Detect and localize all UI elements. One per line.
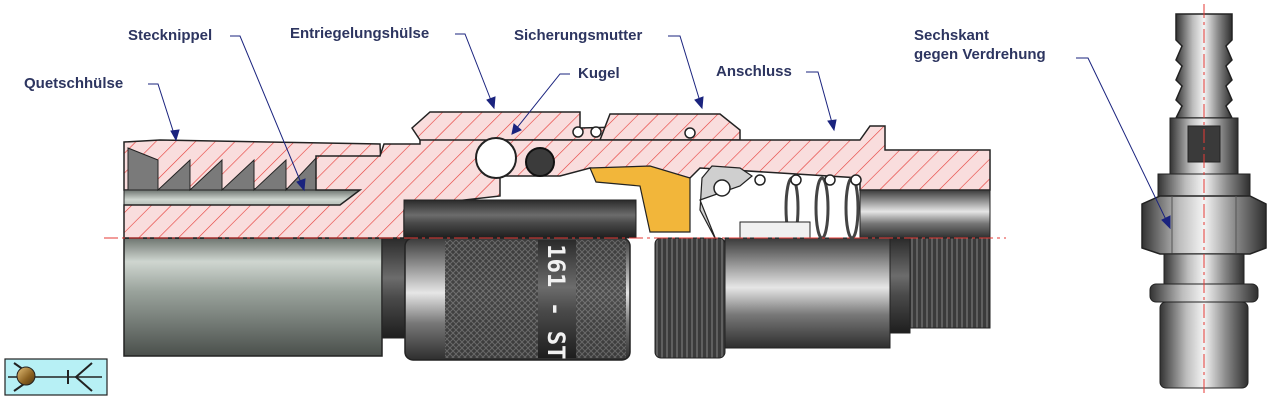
engraving-band — [538, 240, 576, 358]
arrow-entriegelungshuelse — [486, 96, 496, 110]
knurled-grip-left — [445, 240, 540, 358]
leader-sechskant — [1076, 57, 1171, 229]
label-entriegelungshuelse: Entriegelungshülse — [290, 25, 430, 42]
leader-stecknippel — [230, 35, 305, 191]
spring-guide — [739, 221, 811, 239]
connector-collar — [889, 237, 911, 334]
knurled-grip-right — [576, 240, 626, 358]
leader-quetschhuelse — [148, 83, 177, 141]
leader-kugel — [511, 73, 570, 135]
label-sechskant-line2: gegen Verdrehung — [914, 46, 1046, 63]
leader-sicherungsmutter — [668, 35, 703, 109]
coupling-outside-view: 161 - ST — [123, 237, 991, 361]
inner-bore — [403, 199, 637, 239]
leader-entriegelungshuelse — [455, 33, 495, 109]
label-sicherungsmutter: Sicherungsmutter — [514, 27, 643, 44]
coupling-section-view — [123, 111, 991, 241]
small-ball-2 — [590, 126, 602, 138]
locking-nut-outside — [654, 237, 726, 359]
arrow-stecknippel — [296, 178, 306, 192]
arrow-quetschhuelse — [170, 129, 180, 142]
hose-shell — [123, 237, 383, 357]
valve-cone — [699, 165, 754, 241]
small-ball-5 — [754, 174, 766, 186]
locking-nut-section — [598, 113, 741, 141]
symbol-right-bracket — [74, 362, 93, 392]
locking-ball — [475, 137, 517, 179]
leader-anschluss — [806, 71, 835, 131]
label-quetschhuelse: Quetschhülse — [24, 75, 124, 92]
ball-coupling-symbol-icon — [4, 358, 108, 396]
small-ball-3 — [684, 127, 696, 139]
o-ring-dark — [525, 147, 555, 177]
arrow-anschluss — [827, 119, 837, 132]
arrow-sechskant — [1161, 215, 1171, 230]
small-ball-4 — [713, 179, 731, 197]
engraving-text: 161 - ST — [542, 244, 570, 360]
label-anschluss: Anschluss — [716, 63, 792, 80]
brass-seat — [589, 165, 691, 233]
connector-bore — [859, 189, 991, 239]
label-stecknippel: Stecknippel — [128, 27, 213, 44]
small-ball-8 — [850, 174, 862, 186]
label-kugel: Kugel — [578, 65, 620, 82]
connector-thread — [909, 237, 991, 329]
arrow-sicherungsmutter — [694, 96, 704, 110]
label-sechskant-line1: Sechskant — [914, 27, 990, 44]
arrow-kugel — [511, 123, 522, 135]
small-ball-1 — [572, 126, 584, 138]
leader-lines — [148, 33, 1171, 230]
small-ball-7 — [824, 174, 836, 186]
connector-body-outside — [724, 237, 891, 349]
symbol-ball — [16, 366, 36, 386]
small-ball-6 — [790, 174, 802, 186]
